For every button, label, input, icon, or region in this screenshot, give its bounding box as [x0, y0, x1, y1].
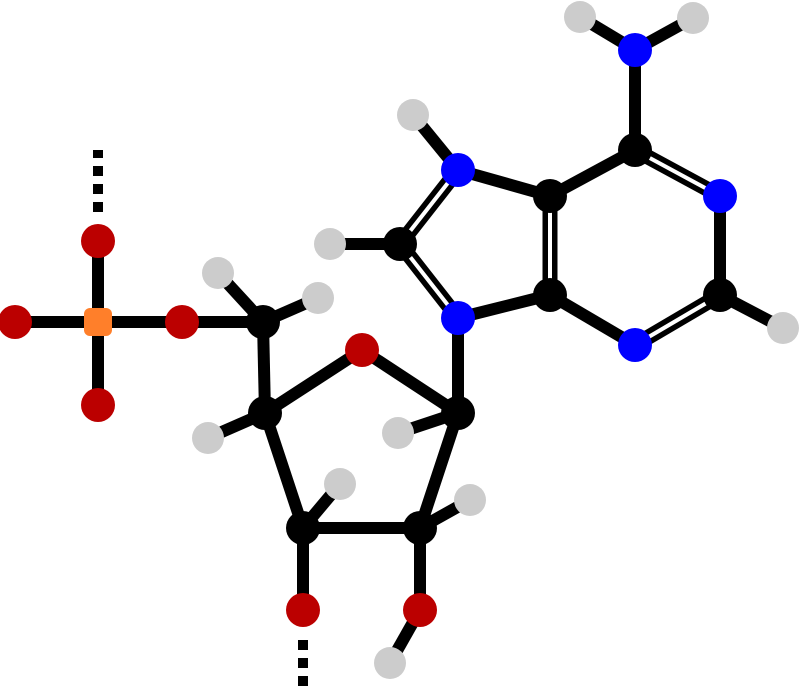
hydrogen-atom	[677, 2, 709, 34]
phosphorus-atom	[84, 308, 112, 336]
carbon-atom	[246, 305, 280, 339]
carbon-atom	[703, 278, 737, 312]
hydrogen-atom	[192, 422, 224, 454]
nitrogen-atom	[441, 301, 475, 335]
oxygen-atom	[345, 333, 379, 367]
carbon-atom	[533, 278, 567, 312]
carbon-atom	[403, 511, 437, 545]
oxygen-atom	[165, 305, 199, 339]
carbon-atom	[533, 179, 567, 213]
hydrogen-atom	[324, 468, 356, 500]
hydrogen-atom	[564, 1, 596, 33]
nitrogen-atom	[441, 153, 475, 187]
hydrogen-atom	[767, 312, 799, 344]
oxygen-atom	[81, 224, 115, 258]
single-bond	[358, 344, 462, 419]
single-bond	[259, 411, 309, 530]
single-bond	[414, 411, 464, 530]
oxygen-atom	[0, 305, 32, 339]
hydrogen-atom	[314, 228, 346, 260]
hydrogen-atom	[302, 282, 334, 314]
hydrogen-atom	[382, 417, 414, 449]
oxygen-atom	[286, 593, 320, 627]
nitrogen-atom	[618, 328, 652, 362]
carbon-atom	[618, 133, 652, 167]
nitrogen-atom	[618, 33, 652, 67]
single-bond	[261, 344, 366, 419]
oxygen-atom	[81, 388, 115, 422]
hydrogen-atom	[374, 647, 406, 679]
carbon-atom	[383, 227, 417, 261]
atoms	[0, 1, 799, 679]
carbon-atom	[286, 511, 320, 545]
hydrogen-atom	[202, 257, 234, 289]
carbon-atom	[248, 396, 282, 430]
hydrogen-atom	[454, 484, 486, 516]
carbon-atom	[441, 396, 475, 430]
oxygen-atom	[403, 593, 437, 627]
nitrogen-atom	[703, 179, 737, 213]
hydrogen-atom	[397, 99, 429, 131]
